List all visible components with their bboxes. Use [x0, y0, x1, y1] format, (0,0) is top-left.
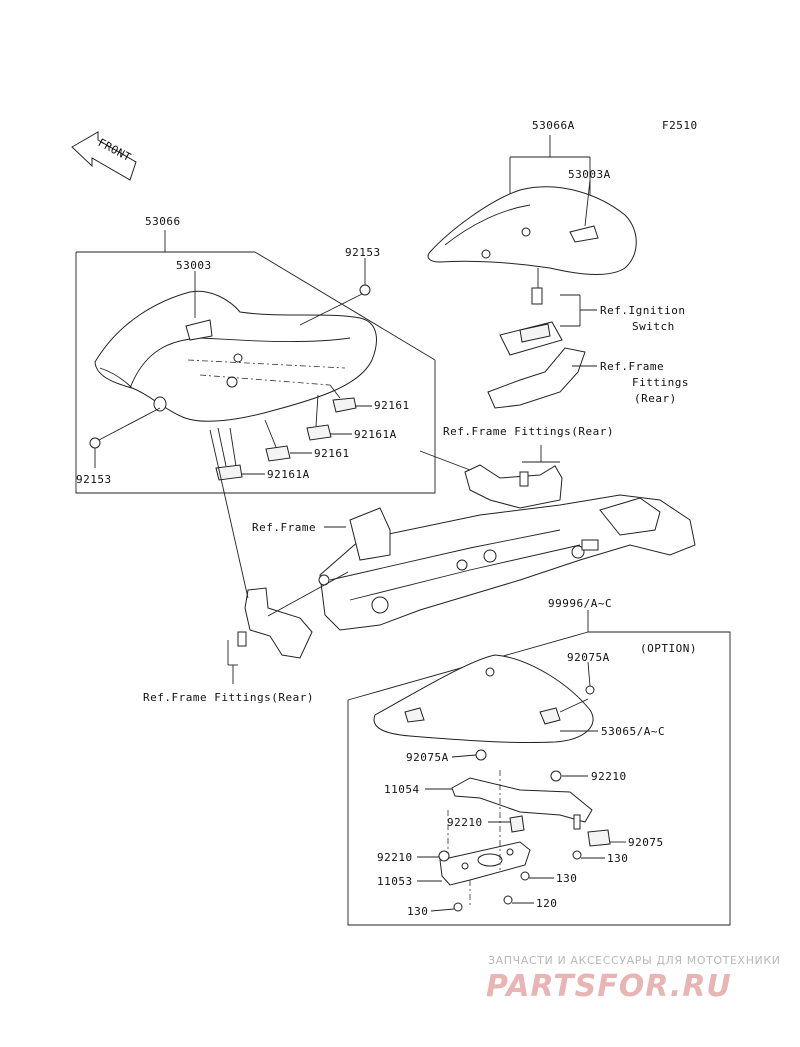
label-ref-ignition-1: Ref.Ignition: [600, 304, 685, 317]
label-92210-mid: 92210: [447, 816, 483, 829]
label-ref-frame-fittings-rear-top: Ref.Frame Fittings(Rear): [443, 425, 614, 438]
leader-lines: [94, 179, 626, 912]
label-53003: 53003: [176, 259, 212, 272]
label-130-left: 130: [407, 905, 428, 918]
diagram-code: F2510: [662, 119, 698, 132]
label-53066a: 53066A: [532, 119, 575, 132]
label-92075a-left: 92075A: [406, 751, 449, 764]
frame-fitting-rear-bottom: [227, 571, 349, 684]
label-ref-frame-fit-3: (Rear): [634, 392, 677, 405]
label-92075a-top: 92075A: [567, 651, 610, 664]
option-label: (OPTION): [640, 642, 697, 655]
label-92161-top: 92161: [374, 399, 410, 412]
seat-group-frame: [75, 252, 436, 494]
bracket-11054: [451, 777, 593, 830]
label-53065: 53065/A~C: [601, 725, 665, 738]
label-99996: 99996/A~C: [548, 597, 612, 610]
watermark-tagline: ЗАПЧАСТИ И АКСЕССУАРЫ ДЛЯ МОТОТЕХНИКИ: [488, 954, 781, 967]
bolt-92153-left-icon: [89, 407, 161, 449]
nut-92210-left-icon: [438, 850, 450, 862]
rear-seat-cowl: [427, 186, 637, 275]
label-92075: 92075: [628, 836, 664, 849]
frame-fitting-rear-top: [487, 347, 597, 409]
bracket-11053: [439, 770, 531, 905]
option-group-frame: [347, 631, 731, 926]
front-arrow-icon: FRONT: [71, 131, 137, 181]
damper-pads: [215, 384, 357, 481]
ignition-switch-part: [499, 268, 597, 356]
label-92161-bottom: 92161: [314, 447, 350, 460]
bolt-130-mid-icon: [520, 871, 530, 881]
watermark-logo: PARTSFOR.RU: [486, 969, 732, 1004]
label-11053: 11053: [377, 875, 413, 888]
label-92161a-bottom: 92161A: [267, 468, 310, 481]
label-92153-top: 92153: [345, 246, 381, 259]
label-92210-right: 92210: [591, 770, 627, 783]
label-ref-frame-fit-1: Ref.Frame: [600, 360, 664, 373]
bolt-120-icon: [503, 895, 513, 905]
bolt-92075a-top-icon: [585, 685, 595, 695]
frame-fitting-rear-mid: [464, 445, 563, 509]
label-92210-left: 92210: [377, 851, 413, 864]
label-11054: 11054: [384, 783, 420, 796]
bolt-130-left-icon: [453, 902, 463, 912]
label-ref-frame: Ref.Frame: [252, 521, 316, 534]
nut-92210-right-icon: [550, 770, 562, 782]
label-120: 120: [536, 897, 557, 910]
label-53066: 53066: [145, 215, 181, 228]
label-130-right: 130: [607, 852, 628, 865]
label-ref-ignition-2: Switch: [632, 320, 675, 333]
label-92161a-top: 92161A: [354, 428, 397, 441]
label-130-mid: 130: [556, 872, 577, 885]
label-ref-frame-fittings-rear-bottom: Ref.Frame Fittings(Rear): [143, 691, 314, 704]
pad-92075-icon: [587, 829, 611, 847]
bolt-130-right-icon: [572, 850, 582, 860]
seat-cowl-cover: [373, 654, 594, 744]
rear-frame: [318, 450, 696, 631]
label-ref-frame-fit-2: Fittings: [632, 376, 689, 389]
label-53003a: 53003A: [568, 168, 611, 181]
bolt-92075a-left-icon: [475, 749, 487, 761]
nut-92210-mid-icon: [509, 815, 525, 833]
front-seat: [94, 290, 377, 422]
label-92153-left: 92153: [76, 473, 112, 486]
